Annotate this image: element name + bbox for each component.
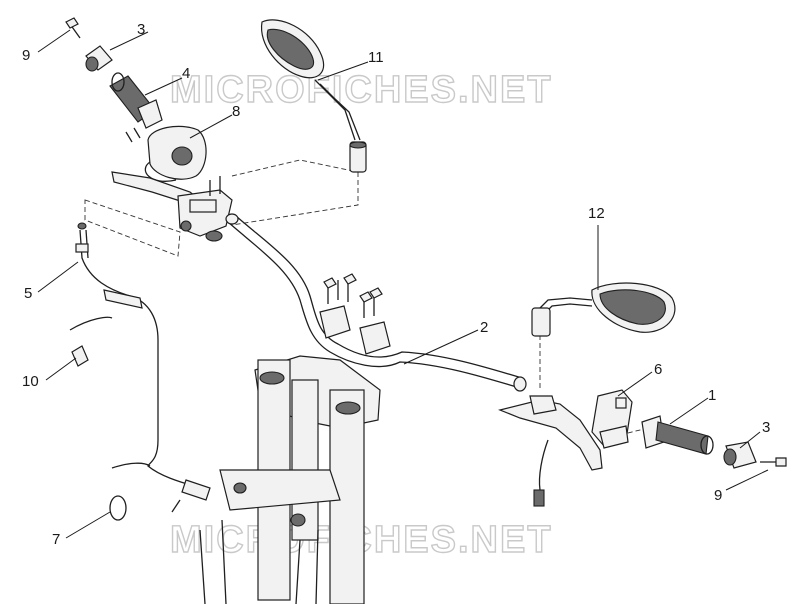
- label-1: 1: [708, 387, 716, 404]
- label-4: 4: [182, 65, 190, 82]
- label-3-right: 3: [762, 419, 770, 436]
- right-brake-lever: [498, 395, 603, 507]
- part-3-left-bar-end: [85, 45, 113, 72]
- part-4-left-grip: [109, 72, 163, 129]
- handlebar-clamps: [319, 273, 391, 355]
- label-5: 5: [24, 285, 32, 302]
- guide-curve-lower: [111, 462, 151, 469]
- part-2-handlebar: [225, 213, 527, 392]
- label-12: 12: [588, 205, 605, 222]
- label-10: 10: [22, 373, 39, 390]
- leader-lines: [37, 29, 769, 539]
- part-7-circlip: [109, 495, 127, 521]
- guide-curve-upper: [69, 316, 113, 331]
- left-brake-lever: [111, 171, 233, 242]
- label-9-right: 9: [714, 487, 722, 504]
- label-6: 6: [654, 361, 662, 378]
- label-11: 11: [368, 49, 384, 66]
- label-3-left: 3: [137, 21, 145, 38]
- part-5-throttle-cable: [75, 222, 211, 513]
- part-1-right-grip: [641, 415, 714, 455]
- part-9-left-screw: [65, 17, 81, 39]
- label-8: 8: [232, 103, 240, 120]
- part-11-left-mirror: [260, 19, 367, 173]
- label-9-left: 9: [22, 47, 30, 64]
- part-6-right-switch: [591, 389, 633, 449]
- part-12-right-mirror: [531, 282, 676, 337]
- part-9-right-screw: [760, 457, 787, 467]
- part-3-right-bar-end: [723, 441, 757, 469]
- part-10-cable-clip: [71, 345, 89, 367]
- label-2: 2: [480, 319, 488, 336]
- fork-assembly: [199, 355, 381, 604]
- part-8-left-switch: [125, 125, 207, 182]
- label-7: 7: [52, 531, 60, 548]
- watermark-top: MICROFICHES.NET: [170, 69, 553, 111]
